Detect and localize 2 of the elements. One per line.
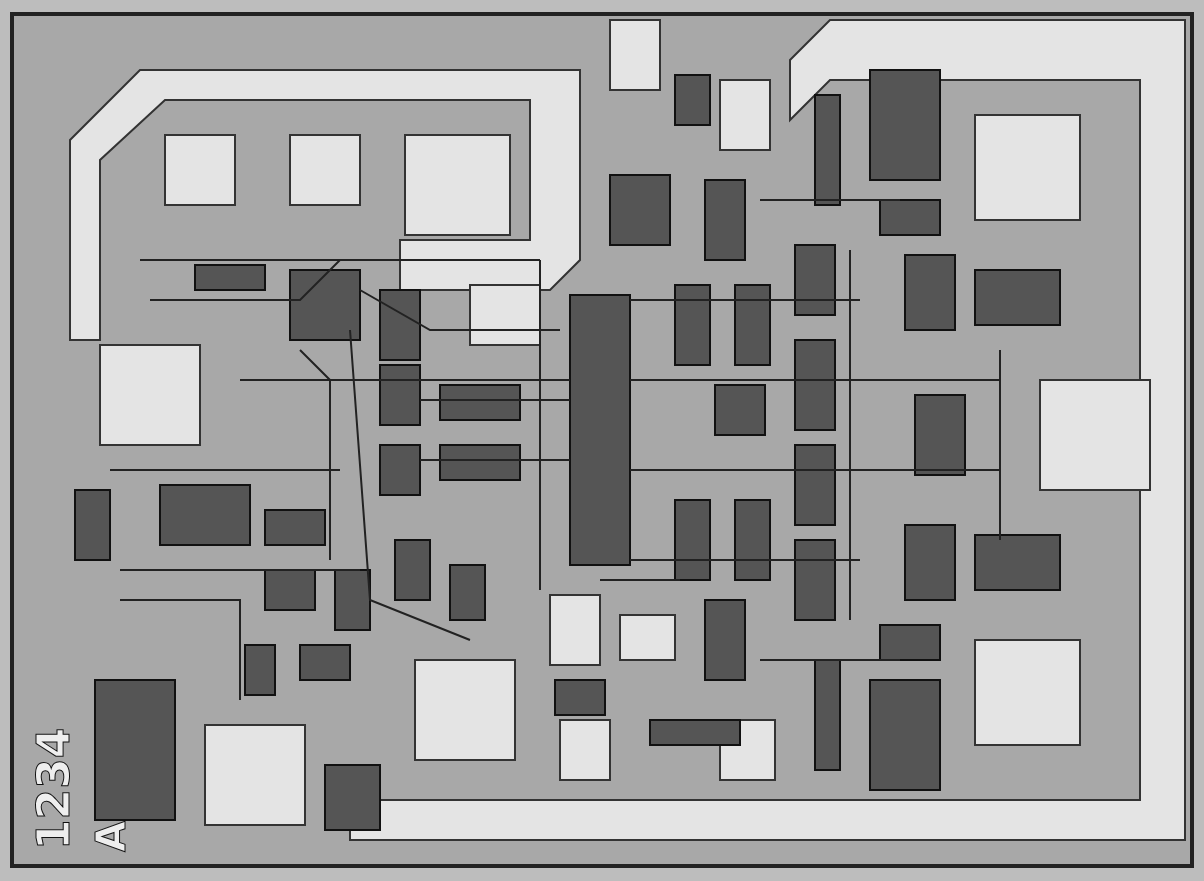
- mask-number: 1234: [28, 727, 79, 850]
- mask-letter: A: [88, 821, 134, 852]
